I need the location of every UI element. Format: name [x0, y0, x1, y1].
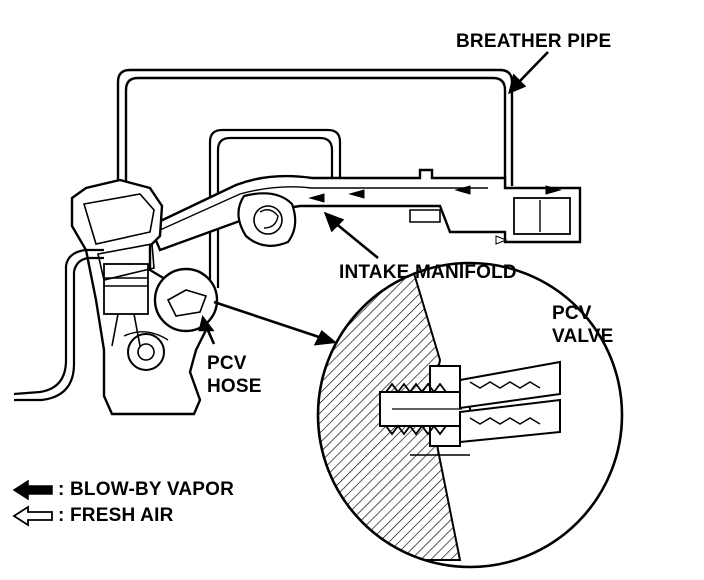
- pcv-valve-magnified: [316, 261, 624, 569]
- breather-pipe-label: BREATHER PIPE: [456, 31, 612, 52]
- intake-manifold-label: INTAKE MANIFOLD: [339, 262, 517, 283]
- pcv-valve-label-line1: PCV: [552, 303, 592, 324]
- pcv-hose-label-line2: HOSE: [207, 376, 262, 397]
- pcv-hose-label-line1: PCV: [207, 353, 247, 374]
- legend-fresh-air-text: : FRESH AIR: [58, 505, 174, 526]
- pcv-valve-label-line2: VALVE: [552, 326, 614, 347]
- legend-blow-by-vapor-text: : BLOW-BY VAPOR: [58, 479, 235, 500]
- flow-arrows: [308, 185, 562, 245]
- pcv-detail-locator: [153, 267, 219, 333]
- legend-blow-by-vapor: : BLOW-BY VAPOR: [12, 478, 234, 502]
- breather-pipe: [116, 68, 514, 186]
- crankcase-breather-hose: [13, 248, 104, 402]
- hollow-arrow-icon: [12, 505, 53, 527]
- solid-arrow-icon: [12, 479, 53, 501]
- plenum: [237, 192, 297, 247]
- engine-block: [70, 178, 208, 416]
- pcv-loop-pipe: [208, 128, 342, 290]
- intake-manifold: [148, 168, 582, 252]
- legend-fresh-air: : FRESH AIR: [12, 504, 174, 528]
